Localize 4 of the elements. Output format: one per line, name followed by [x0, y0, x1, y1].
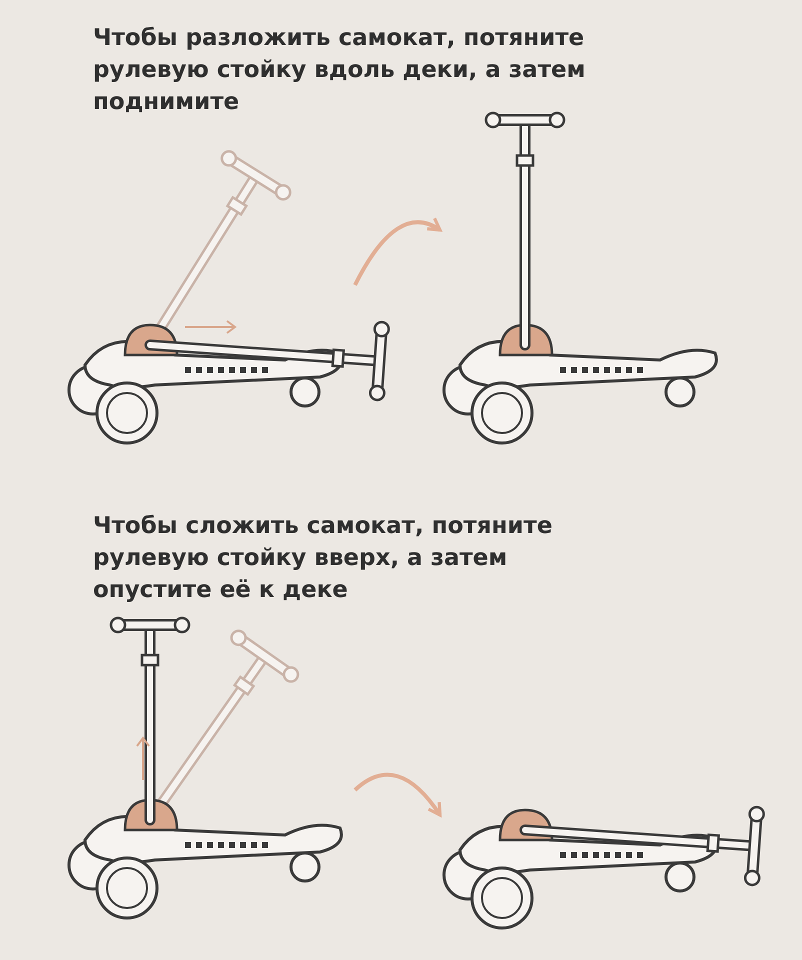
curved-arrow	[353, 217, 442, 286]
instruction-text: Чтобы сложить самокат, потяните рулевую стойку вверх, а затем опустите её к деке	[93, 512, 554, 605]
curved-arrow	[354, 772, 442, 817]
instruction-text: Чтобы разложить самокат, потяните рулевую стойку вдоль деки, а затем поднимите	[93, 24, 586, 117]
